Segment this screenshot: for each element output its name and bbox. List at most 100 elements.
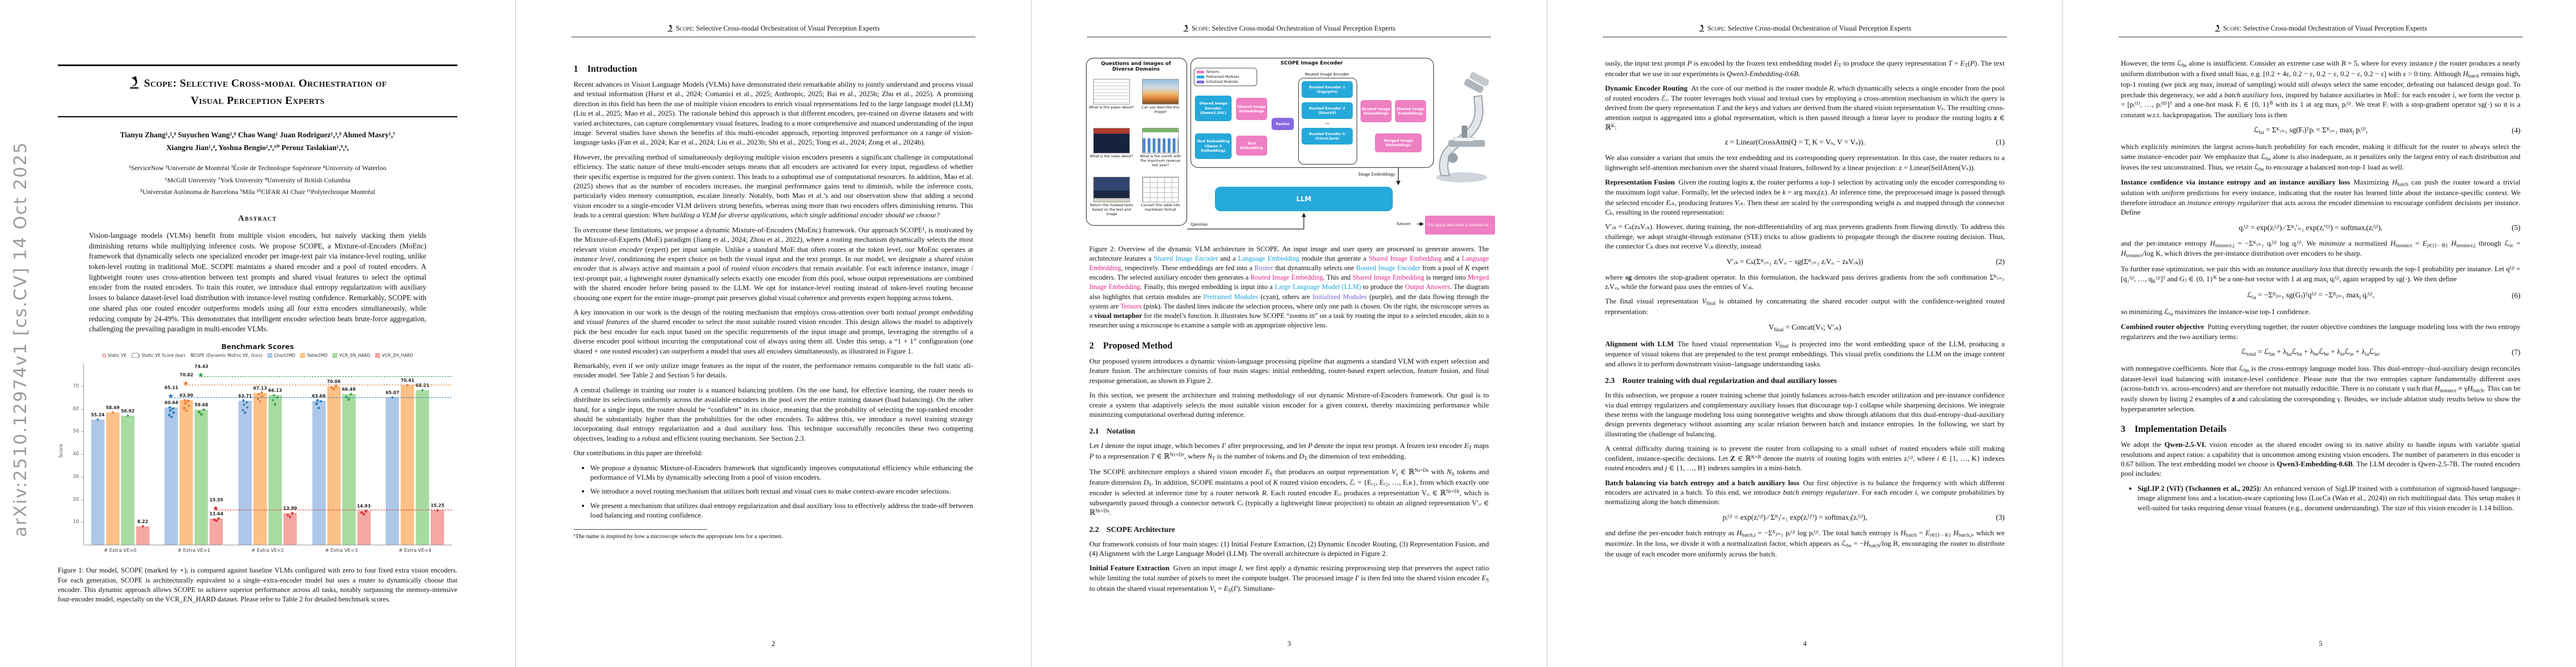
running-header: Scope: Selective Cross-modal Orchestrati… <box>2119 24 2523 37</box>
abstract-heading: Abstract <box>238 213 277 223</box>
static-ve-dot <box>288 515 292 519</box>
routed-encoders-ellipsis: ... <box>1325 121 1329 125</box>
static-ve-dot <box>169 409 172 412</box>
bar-value-label: 63.66 <box>312 393 326 399</box>
node-llm: LLM <box>1215 187 1393 211</box>
title-line-2: Visual Perception Experts <box>191 94 325 107</box>
legend-item: VCR_ZH_HARD <box>375 353 413 359</box>
paragraph: Representation Fusion Given the routing … <box>1605 178 2005 216</box>
bar-value-label: 63.71 <box>238 393 252 399</box>
authors-line-1: Tianyu Zhang¹,²,⁹ Suyuchen Wang²,⁹ Chao … <box>119 131 396 139</box>
table-thumbnail <box>1142 177 1179 202</box>
header-scope: Scope: <box>676 24 695 32</box>
list-item: SigLIP 2 (ViT) (Tschannen et al., 2025):… <box>2137 484 2520 512</box>
section-heading: 3 Implementation Details <box>2121 424 2227 435</box>
square-marker <box>375 353 381 359</box>
scope-encoder-title: SCOPE Image Encoder <box>1280 61 1343 66</box>
paragraph: Dynamic Encoder Routing At the core of o… <box>1605 84 2005 132</box>
bar-VCR_ZH_HARD <box>136 526 150 545</box>
arxiv-watermark-text: arXiv:2510.12974v1 [cs.CV] 14 Oct 2025 <box>11 141 31 537</box>
paragraph: Our framework consists of four main stag… <box>1089 539 1489 558</box>
running-header: Scope: Selective Cross-modal Orchestrati… <box>1087 24 1491 37</box>
bar-value-label: 11.64 <box>210 511 223 516</box>
paragraph: To overcome these limitations, we propos… <box>574 225 973 302</box>
bar-value-label: 56.92 <box>121 409 135 414</box>
bar-VCR_EN_HARD <box>268 395 282 545</box>
legend-item: VCR_EN_HARD <box>332 353 370 359</box>
page-2: Scope: Selective Cross-modal Orchestrati… <box>515 0 1031 667</box>
node-routed-encoder-1: Routed Encoder 1 (SigLipV3) <box>1302 81 1353 98</box>
static-ve-dot <box>187 404 190 407</box>
list-item: We introduce a novel routing mechanism t… <box>590 486 973 496</box>
paragraph: In this subsection, we propose a router … <box>1605 391 2005 438</box>
static-ve-dot <box>316 399 319 402</box>
paragraph: and define the per-encoder batch entropy… <box>1605 528 2005 558</box>
static-ve-dot <box>187 400 190 402</box>
microscope-icon <box>667 24 673 32</box>
paragraph: In this section, we present the architec… <box>1089 391 1489 419</box>
header-rest: Selective Cross-modal Orchestration of V… <box>1726 24 1911 32</box>
title-line-1: Scope: Selective Cross-modal Orchestrati… <box>143 77 387 89</box>
bar-value-label: 14.93 <box>357 504 371 509</box>
bar-value-label: 70.06 <box>327 379 341 384</box>
static-ve-dot <box>330 386 333 389</box>
bar-value-label: 68.21 <box>415 383 430 389</box>
legend-pretrained: Pretrained Modules <box>1197 75 1254 79</box>
bar-marker <box>131 353 139 359</box>
static-ve-dot <box>141 525 144 527</box>
bar-VCR_EN_HARD <box>416 390 430 545</box>
header-scope: Scope: <box>2223 24 2242 32</box>
equation: pᵢ⁽ʲ⁾ = exp(zᵢ⁽ʲ⁾) ∕ Σᴮⱼ′₌₁ exp(zᵢ⁽ʲ′⁾) … <box>1722 512 2005 521</box>
running-header: Scope: Selective Cross-modal Orchestrati… <box>1603 24 2007 37</box>
bar-VCR_ZH_HARD <box>283 513 297 545</box>
page-5: Scope: Selective Cross-modal Orchestrati… <box>2062 0 2576 667</box>
y-axis-label: Score <box>58 444 64 458</box>
legend-label: Pretrained Modules <box>1206 75 1239 79</box>
footnote: ¹The name is inspired by how a microscop… <box>574 529 973 540</box>
title-page-content: Scope: Selective Cross-modal Orchestrati… <box>58 0 457 611</box>
arxiv-watermark: arXiv:2510.12974v1 [cs.CV] 14 Oct 2025 <box>8 17 33 661</box>
static-ve-dot <box>347 398 350 401</box>
square-marker <box>267 353 273 359</box>
figure2-legend: Tensors Pretrained Modules Initialized M… <box>1194 68 1257 86</box>
bar-VCR_ZH_HARD <box>210 518 223 545</box>
bar-Table2MD <box>180 400 193 545</box>
photo-thumbnail <box>1142 79 1179 104</box>
title-rule-top <box>58 64 457 66</box>
example-table: Convert this table into markdown format <box>1137 177 1184 212</box>
scope-star-label: 15.55 <box>210 497 223 502</box>
static-ve-dot <box>246 406 249 409</box>
static-ve-dot <box>286 514 290 516</box>
paragraph: ously, the input text prompt P is encode… <box>1605 59 2005 78</box>
x-tick-label: # Extra VE=2 <box>251 548 284 554</box>
example-caption: What is the news about? <box>1090 155 1133 158</box>
paragraph: Our proposed system introduces a dynamic… <box>1089 356 1489 385</box>
static-ve-dot <box>345 395 348 399</box>
section-heading: 2 Proposed Method <box>1089 340 1173 351</box>
tensor-chip <box>1197 71 1204 73</box>
page-4-content: ously, the input text prompt P is encode… <box>1605 53 2005 564</box>
questions-title-1: Questions and Images of <box>1101 61 1171 67</box>
equation: V′ᵣₖ = Cₖ(Σᴷᵢ₌₁ zᵢVᵣᵢ − sg(Σᴷᵢ₌₁ zᵢVᵣᵢ −… <box>1726 257 2005 266</box>
bar-Chart2MD <box>386 397 400 545</box>
microscope-icon <box>1699 24 1705 32</box>
poster-thumbnail <box>1093 177 1130 202</box>
paragraph: The SCOPE architecture employs a shared … <box>1089 467 1489 517</box>
bar-value-label: 8.22 <box>137 519 148 524</box>
bar-value-label: 70.41 <box>400 378 415 384</box>
legend-item: ☆SCOPE (Dynamic MoEnc VE, Ours) <box>190 352 263 359</box>
static-ve-dot <box>213 518 216 521</box>
static-ve-dot <box>215 519 218 522</box>
header-scope: Scope: <box>1192 24 1210 32</box>
example-news: What is the news about? <box>1088 128 1135 159</box>
static-ve-dot <box>320 400 322 403</box>
bar-value-label: 66.13 <box>268 387 282 393</box>
static-ve-dot <box>365 510 367 512</box>
question-label: Question <box>1190 221 1208 227</box>
scope-star-marker: ★ <box>212 504 220 513</box>
bar-VCR_ZH_HARD <box>431 510 445 545</box>
equation: ℒia = −Σᴮⱼ₌₁ sg(Gⱼ)ᵀq⁽ʲ⁾ = −Σᴮⱼ₌₁ maxi q… <box>2246 290 2520 301</box>
static-ve-dot <box>241 409 245 412</box>
